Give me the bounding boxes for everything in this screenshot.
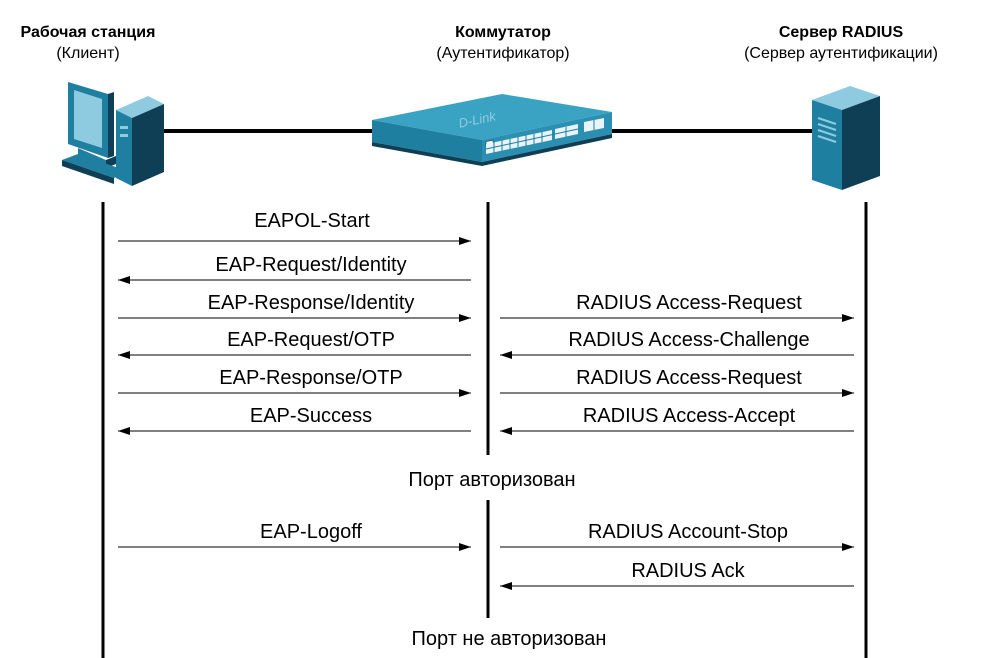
- message-switch-server-6: RADIUS Ack: [500, 560, 854, 590]
- message-label: RADIUS Access-Request: [576, 292, 802, 314]
- message-client-switch-2: EAP-Request/Identity: [118, 254, 471, 284]
- message-switch-server-1: RADIUS Access-Request: [500, 292, 854, 322]
- message-label: EAPOL-Start: [254, 210, 370, 232]
- message-label: EAP-Logoff: [260, 521, 362, 543]
- message-client-switch-7: EAP-Logoff: [118, 521, 471, 551]
- message-label: EAP-Response/OTP: [219, 367, 402, 389]
- message-label: RADIUS Ack: [631, 560, 745, 582]
- message-switch-server-4: RADIUS Access-Accept: [500, 405, 854, 435]
- switch-title: Коммутатор: [455, 24, 551, 41]
- message-switch-server-2: RADIUS Access-Challenge: [500, 329, 854, 359]
- port-unauthorized-label: Порт не авторизован: [412, 628, 607, 650]
- message-client-switch-6: EAP-Success: [118, 405, 471, 435]
- message-label: EAP-Request/OTP: [227, 329, 395, 351]
- switch-icon: D-Link: [372, 94, 612, 166]
- server-title: Сервер RADIUS: [779, 24, 904, 41]
- message-label: RADIUS Access-Accept: [583, 405, 796, 427]
- server-icon: [812, 86, 880, 190]
- message-client-switch-3: EAP-Response/Identity: [118, 292, 471, 322]
- client-title: Рабочая станция: [21, 24, 156, 41]
- message-switch-server-5: RADIUS Account-Stop: [500, 521, 854, 551]
- switch-subtitle: (Аутентификатор): [436, 45, 569, 62]
- message-label: RADIUS Account-Stop: [588, 521, 788, 543]
- workstation-icon: [62, 82, 164, 186]
- message-label: EAP-Success: [250, 405, 372, 427]
- client-subtitle: (Клиент): [56, 45, 119, 62]
- message-client-switch-4: EAP-Request/OTP: [118, 329, 471, 359]
- message-label: RADIUS Access-Request: [576, 367, 802, 389]
- message-switch-server-3: RADIUS Access-Request: [500, 367, 854, 397]
- port-authorized-label: Порт авторизован: [408, 469, 575, 491]
- message-label: RADIUS Access-Challenge: [568, 329, 809, 351]
- message-label: EAP-Request/Identity: [215, 254, 406, 276]
- message-label: EAP-Response/Identity: [208, 292, 415, 314]
- message-client-switch-1: EAPOL-Start: [118, 210, 471, 245]
- message-client-switch-5: EAP-Response/OTP: [118, 367, 471, 397]
- server-subtitle: (Сервер аутентификации): [744, 45, 938, 62]
